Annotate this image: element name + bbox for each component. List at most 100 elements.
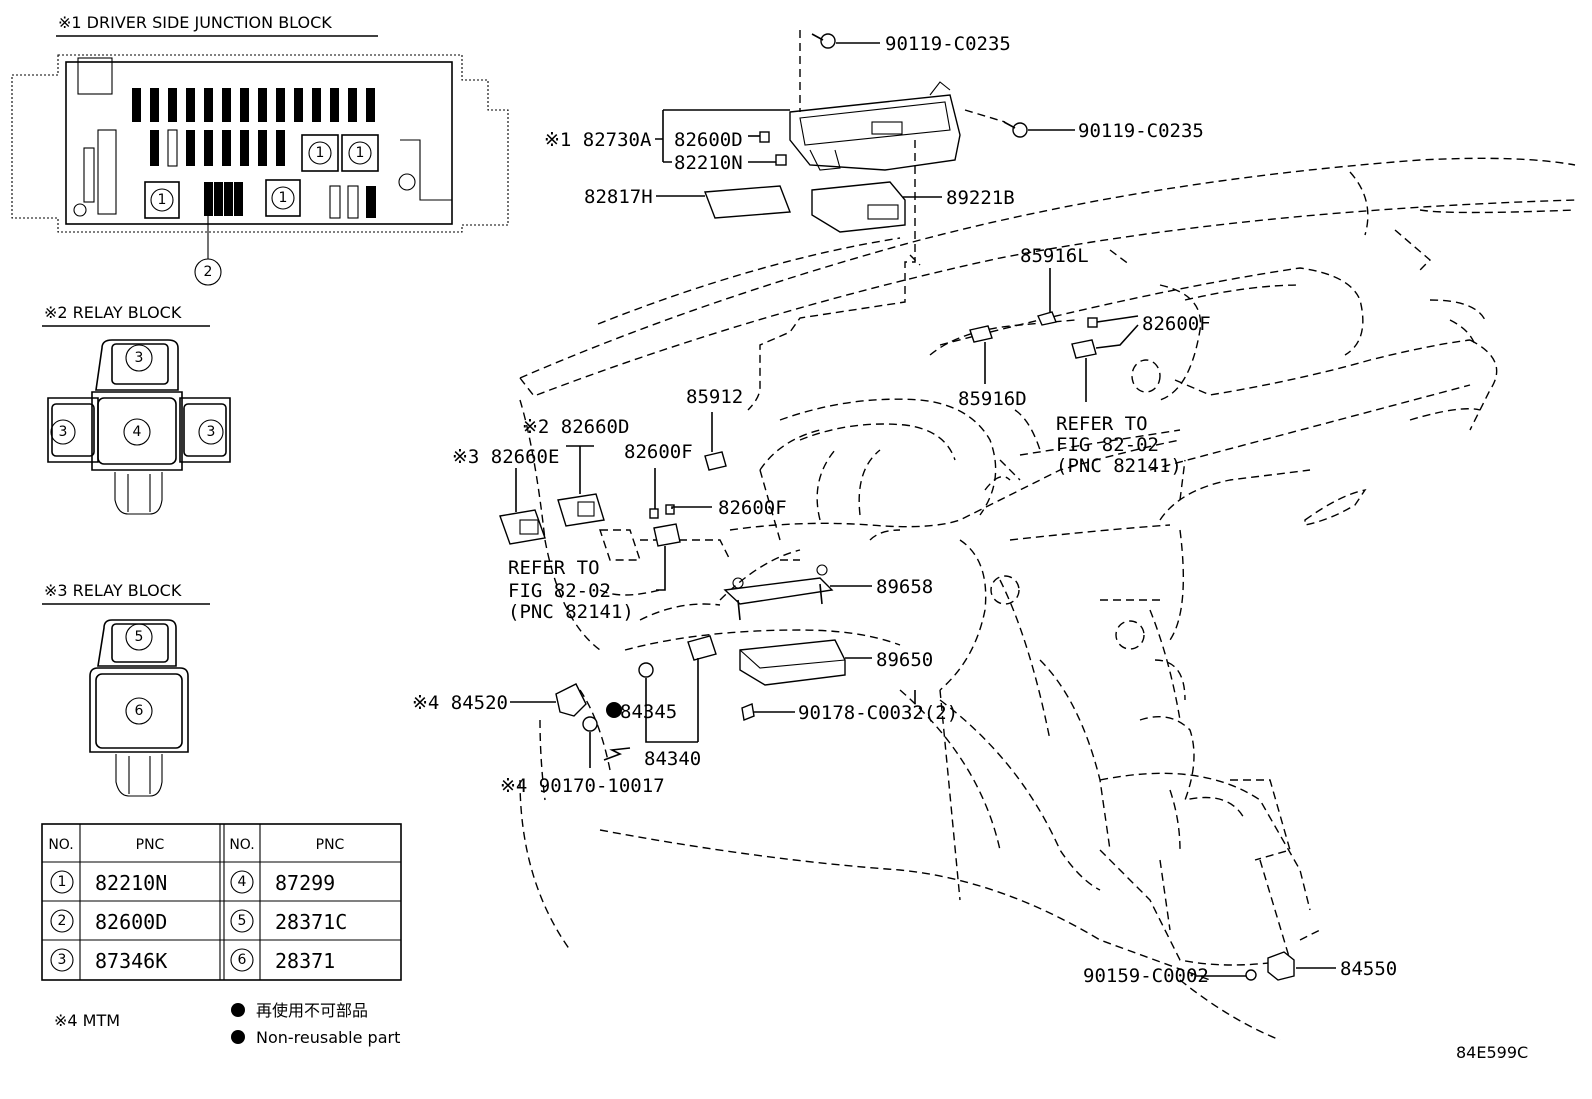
table-cell-pnc: 87346K — [95, 949, 167, 973]
table-header-pnc-2: PNC — [316, 837, 345, 853]
relay-82660d-icon — [557, 493, 605, 527]
label-90159-c0002: 90159-C0002 — [1083, 965, 1209, 987]
legend-mtm: ※4 MTM — [54, 1011, 120, 1030]
fuse-82600f-icon — [649, 508, 659, 519]
legend: ※4 MTM 再使用不可部品 Non-reusable part — [54, 1001, 400, 1047]
fuse-82600f-icon — [1087, 317, 1098, 328]
relay-82660e-icon — [499, 509, 546, 545]
relay-block-3-title: ※3 RELAY BLOCK — [44, 581, 182, 600]
screw-90159-icon — [1245, 969, 1257, 981]
label-85916l: 85916L — [1020, 245, 1089, 267]
label-84550: 84550 — [1340, 958, 1397, 980]
callout-1-b: 1 — [279, 190, 288, 206]
module-89221b-icon — [811, 181, 906, 233]
table-cell-no: 3 — [58, 952, 67, 968]
legend-non-reusable-jp: 再使用不可部品 — [256, 1001, 368, 1020]
label-refer-to-right-1: REFER TO — [1056, 413, 1148, 435]
table-cell-no: 5 — [238, 913, 247, 929]
screw-90170-icon — [582, 716, 598, 732]
switch-84520-icon — [555, 683, 587, 717]
label-refer-to-left-3: (PNC 82141) — [508, 601, 634, 623]
switch-85916d-icon — [969, 325, 993, 343]
fuse-82600d-icon — [759, 131, 770, 143]
label-90119-c0235-right: 90119-C0235 — [1078, 120, 1204, 142]
part-labels: 90119-C0235 90119-C0235 ※1 82730A 82600D… — [412, 33, 1528, 1062]
diagram-id: 84E599C — [1456, 1043, 1528, 1062]
legend-non-reusable-en: Non-reusable part — [256, 1028, 400, 1047]
fuse-row-top — [132, 88, 375, 122]
switch-85916l-icon — [1037, 311, 1057, 326]
fuse-82600f-icon — [665, 504, 675, 515]
label-82600f-right: 82600F — [1142, 313, 1211, 335]
table-cell-no: 6 — [238, 952, 247, 968]
non-reusable-dot-icon — [231, 1003, 245, 1017]
table-cell-no: 4 — [238, 874, 247, 890]
label-82660d: ※2 82660D — [522, 416, 629, 438]
table-header-no-2: NO. — [229, 837, 254, 853]
bracket-89658-icon — [723, 564, 834, 621]
relay-block-2-title: ※2 RELAY BLOCK — [44, 303, 182, 322]
table-header-no-1: NO. — [48, 837, 73, 853]
table-row: 1 82210N 4 87299 — [50, 870, 335, 895]
table-row: 2 82600D 5 28371C — [50, 909, 347, 934]
callout-3-left: 3 — [59, 424, 68, 440]
non-reusable-dot-icon — [606, 702, 622, 718]
callout-3-right: 3 — [207, 424, 216, 440]
label-90170-10017: ※4 90170-10017 — [500, 775, 665, 797]
label-82600d: 82600D — [674, 129, 743, 151]
label-84340: 84340 — [644, 748, 701, 770]
label-89221b: 89221B — [946, 187, 1015, 209]
label-85916d: 85916D — [958, 388, 1027, 410]
connector-icon — [1071, 339, 1097, 359]
table-cell-pnc: 28371C — [275, 910, 347, 934]
dashboard-outline — [519, 157, 1576, 1041]
label-refer-to-left-2: FIG 82-02 — [508, 580, 611, 602]
table-cell-pnc: 28371 — [275, 949, 335, 973]
fuse-row-middle — [150, 129, 285, 167]
callout-5: 5 — [135, 629, 144, 645]
callout-4: 4 — [133, 424, 142, 440]
relay-block-2-inset: ※2 RELAY BLOCK 3 3 3 4 — [42, 303, 231, 515]
table-row: 3 87346K 6 28371 — [50, 948, 335, 973]
ecu-89650-icon — [739, 639, 846, 686]
pnc-table: NO. PNC NO. PNC 1 82210N 4 87299 2 82600… — [41, 823, 402, 981]
switch-84550-icon — [1267, 951, 1295, 981]
bolt-icon — [1003, 121, 1028, 138]
label-89658: 89658 — [876, 576, 933, 598]
clip-90178-icon — [741, 703, 755, 721]
label-85912: 85912 — [686, 386, 743, 408]
part-icons — [499, 33, 1295, 981]
grommet-icon — [638, 662, 654, 678]
leader-lines — [510, 30, 1336, 977]
callout-2: 2 — [204, 264, 213, 280]
label-90178-c0032: 90178-C0032(2) — [798, 702, 958, 724]
connector-82210n-icon — [775, 154, 787, 166]
label-82210n: 82210N — [674, 152, 743, 174]
table-cell-pnc: 87299 — [275, 871, 335, 895]
label-82600f-a: 82600F — [624, 441, 693, 463]
callout-6: 6 — [135, 703, 144, 719]
connector-icon — [653, 523, 681, 547]
table-cell-pnc: 82210N — [95, 871, 167, 895]
relay-block-3-inset: ※3 RELAY BLOCK 5 6 — [42, 581, 210, 797]
label-82817h: 82817H — [584, 186, 653, 208]
junction-block-title: ※1 DRIVER SIDE JUNCTION BLOCK — [58, 13, 332, 32]
table-cell-no: 1 — [58, 874, 67, 890]
label-82660e: ※3 82660E — [452, 446, 559, 468]
label-82730a: ※1 82730A — [544, 129, 652, 151]
table-cell-no: 2 — [58, 913, 67, 929]
label-84345: 84345 — [620, 701, 677, 723]
junction-block-inset: ※1 DRIVER SIDE JUNCTION BLOCK — [11, 13, 509, 286]
fuse-row-bottom — [204, 182, 376, 219]
label-refer-to-right-2: FIG 82-02 — [1056, 434, 1159, 456]
tray-82817h-icon — [704, 185, 791, 219]
sensor-icon — [687, 635, 717, 661]
callout-1-d: 1 — [356, 145, 365, 161]
label-90119-c0235-top: 90119-C0235 — [885, 33, 1011, 55]
label-refer-to-left-1: REFER TO — [508, 557, 600, 579]
table-cell-pnc: 82600D — [95, 910, 167, 934]
label-82600f-b: 82600F — [718, 497, 787, 519]
label-84520: ※4 84520 — [412, 692, 508, 714]
table-header-pnc-1: PNC — [136, 837, 165, 853]
